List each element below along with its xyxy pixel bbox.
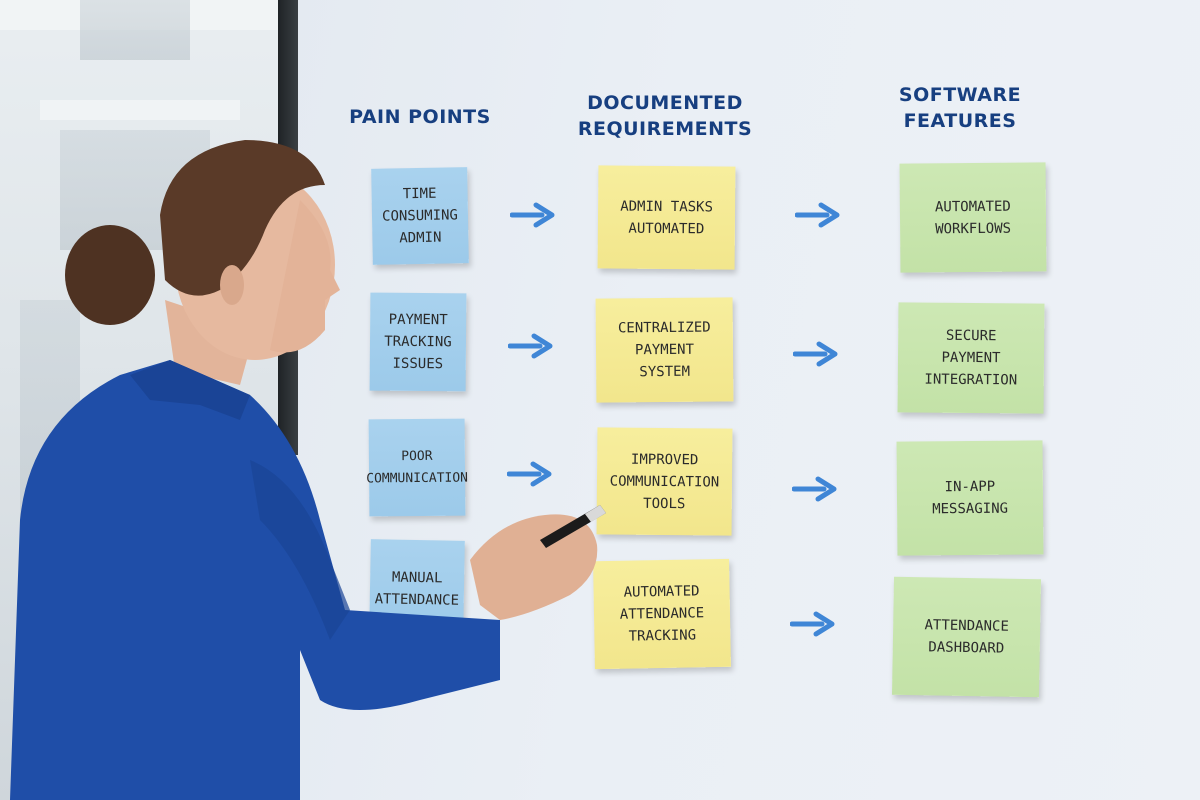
note-text: ATTENDANCE DASHBOARD: [924, 617, 1009, 657]
heading-software-features: SOFTWARE FEATURES: [898, 84, 1022, 132]
person-hair: [160, 140, 325, 296]
arrow-right-icon: [790, 611, 835, 637]
note-text: SECURE PAYMENT INTEGRATION: [924, 327, 1018, 389]
marker-icon: [540, 505, 606, 548]
note-text: IN-APP MESSAGING: [932, 478, 1009, 518]
heading-documented-requirements: DOCUMENTED REQUIREMENTS: [577, 92, 753, 140]
arrow-right-icon: [508, 333, 553, 359]
arrow-right-icon: [793, 341, 838, 367]
person-illustration: [10, 140, 606, 800]
person-shirt: [10, 360, 500, 800]
note-feature-3: IN-APP MESSAGING: [896, 440, 1044, 556]
arrow-right-icon: [792, 476, 837, 502]
note-feature-1: AUTOMATED WORKFLOWS: [899, 162, 1047, 273]
person-hair-bun: [65, 225, 155, 325]
person-hand: [470, 514, 598, 620]
arrow-right-icon: [795, 202, 840, 228]
note-feature-4: ATTENDANCE DASHBOARD: [891, 576, 1042, 698]
arrow-right-icon: [510, 202, 555, 228]
heading-pain-points: PAIN POINTS: [349, 106, 491, 128]
note-feature-2: SECURE PAYMENT INTEGRATION: [897, 302, 1045, 414]
note-text: AUTOMATED WORKFLOWS: [934, 198, 1012, 237]
arrow-right-icon: [507, 461, 552, 487]
